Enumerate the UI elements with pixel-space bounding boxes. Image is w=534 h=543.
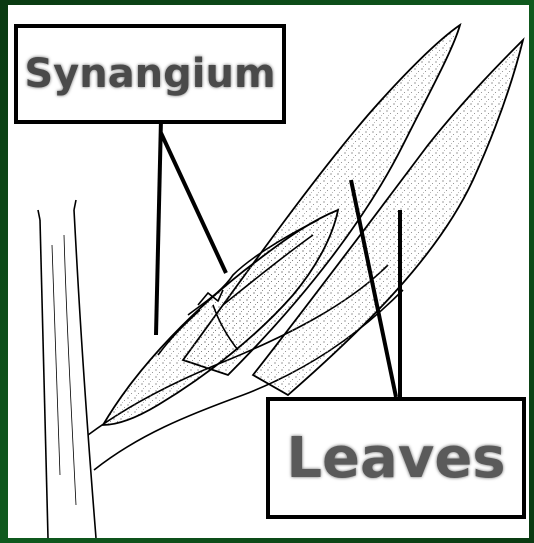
stem bbox=[38, 200, 96, 538]
leaves-label: Leaves bbox=[286, 426, 505, 491]
synangium-label-box: Synangium bbox=[14, 24, 286, 124]
leaves-label-box: Leaves bbox=[266, 397, 526, 519]
diagram-canvas: Synangium Leaves bbox=[8, 5, 529, 538]
synangium-label: Synangium bbox=[24, 51, 275, 97]
